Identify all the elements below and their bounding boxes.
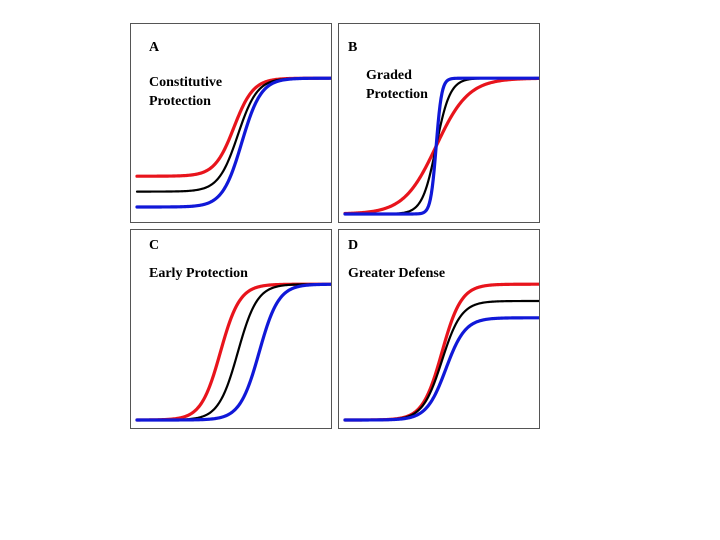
- panel-b-title: Graded Protection: [366, 68, 428, 102]
- panel-a-blue-curve: [135, 76, 331, 209]
- panel-d-curves: [343, 282, 539, 422]
- panel-c-letter: C: [149, 238, 160, 253]
- panel-c-black-curve: [135, 283, 331, 422]
- panel-b-curves: [343, 76, 539, 216]
- panel-c: C Early Protection: [130, 229, 332, 429]
- panel-b-red-curve: [343, 76, 539, 216]
- panel-a-title: Constitutive Protection: [149, 75, 223, 109]
- panel-d-letter: D: [348, 238, 359, 253]
- panel-d-title: Greater Defense: [348, 266, 446, 281]
- panel-a-curves: [135, 76, 331, 209]
- panel-d: D Greater Defense: [338, 229, 540, 429]
- panel-b-blue-curve: [343, 76, 539, 216]
- panel-d-blue-curve: [343, 316, 539, 422]
- panel-c-red-curve: [135, 282, 331, 422]
- panel-a-letter: A: [149, 40, 160, 55]
- panel-c-blue-curve: [135, 282, 331, 422]
- panel-b-letter: B: [348, 40, 358, 55]
- panel-a: A Constitutive Protection: [130, 23, 332, 223]
- panel-c-curves: [135, 282, 331, 422]
- panel-d-red-curve: [343, 282, 539, 422]
- panel-c-title: Early Protection: [149, 266, 248, 281]
- panel-b: B Graded Protection: [338, 23, 540, 223]
